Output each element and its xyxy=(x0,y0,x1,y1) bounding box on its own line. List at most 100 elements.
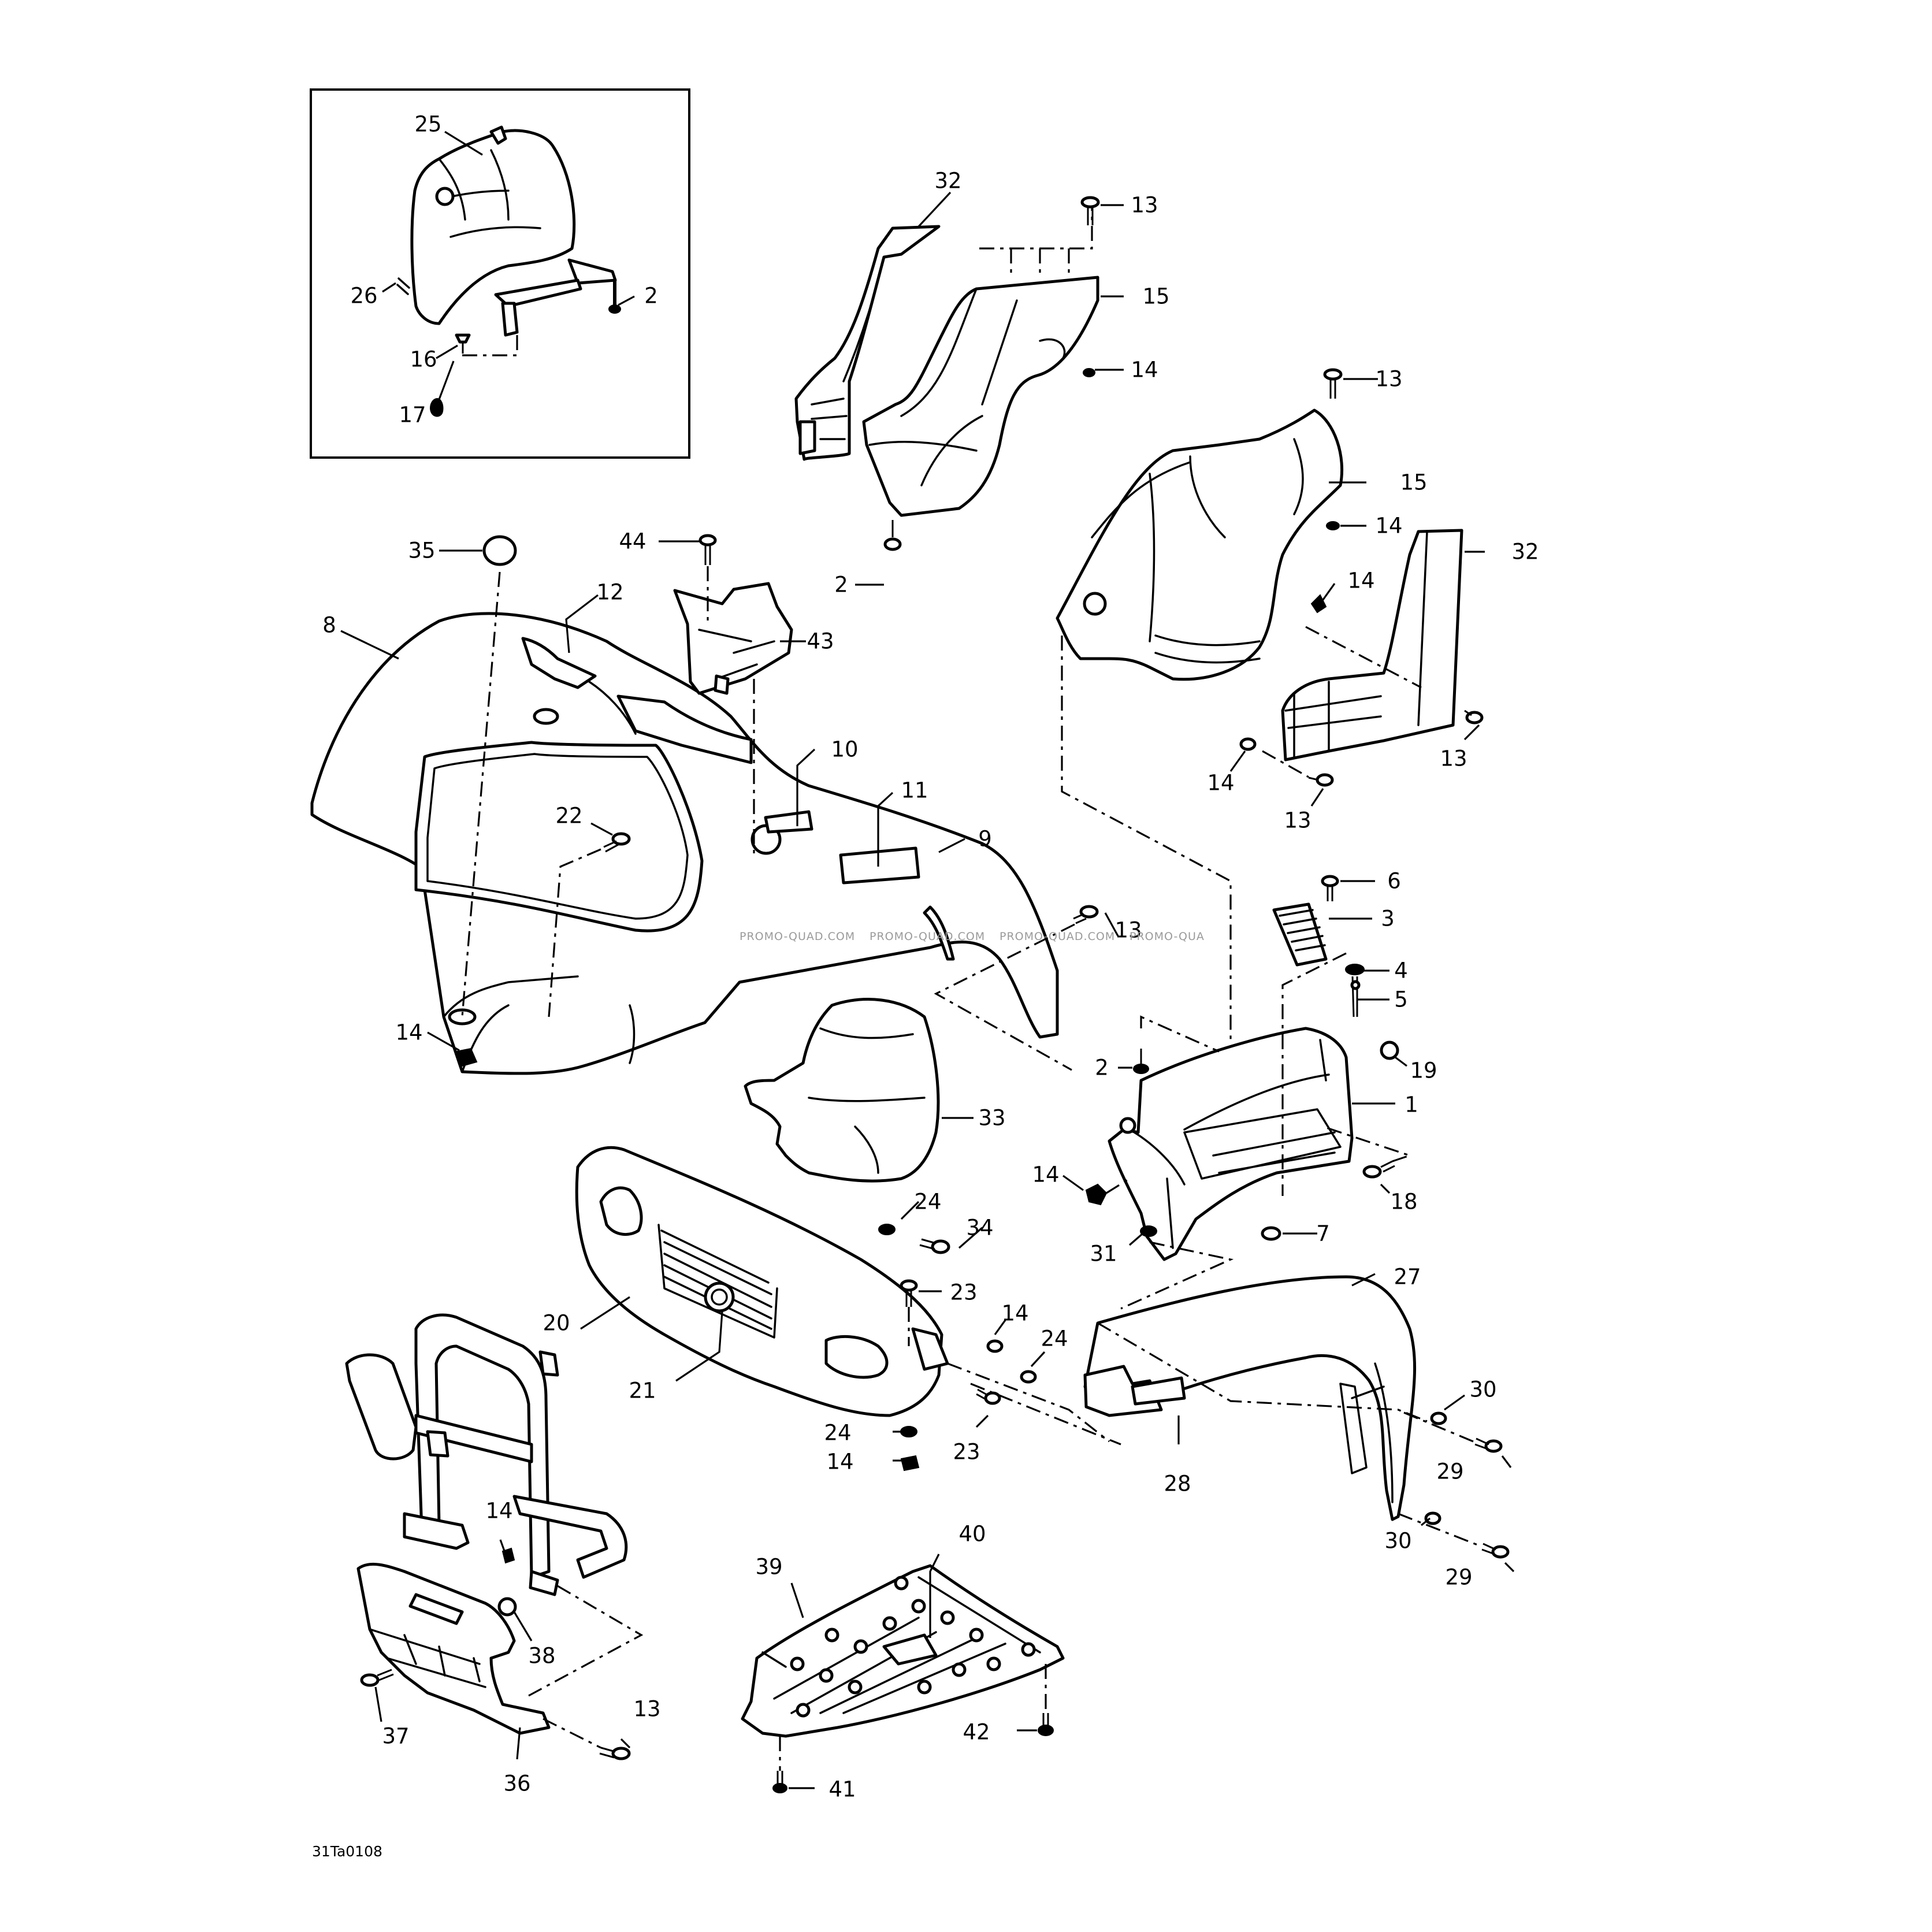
nut-7 xyxy=(1261,1226,1281,1241)
dashline-screw-22 xyxy=(548,848,601,1017)
rear-side-panel-32-left xyxy=(794,225,941,461)
bolt-23-lower xyxy=(976,1388,1001,1405)
screw-13-upper xyxy=(1080,196,1100,225)
inset-dashline xyxy=(462,332,518,356)
callout-31: 31 xyxy=(1090,1241,1117,1266)
rear-side-panel-32-right xyxy=(1281,529,1463,761)
callout-42: 42 xyxy=(963,1719,990,1745)
front-fender-8 xyxy=(310,612,1059,1075)
nut-14-right xyxy=(1326,521,1340,530)
callout-21: 21 xyxy=(629,1378,656,1403)
callout-19: 19 xyxy=(1410,1058,1437,1083)
nut-14-footwell xyxy=(1085,1183,1108,1206)
callout-18: 18 xyxy=(1390,1189,1418,1214)
callout-7: 7 xyxy=(1316,1221,1330,1246)
inset-screw-2 xyxy=(608,280,621,314)
callout-2: 2 xyxy=(644,283,658,309)
bolt-13-skid xyxy=(599,1747,631,1760)
callout-41: 41 xyxy=(828,1777,856,1802)
front-bumper-20 xyxy=(575,1146,949,1417)
screw-13-fender xyxy=(1073,905,1099,924)
callout-24: 24 xyxy=(914,1189,942,1214)
bolt-37 xyxy=(360,1669,394,1687)
nut-14-lower xyxy=(900,1455,920,1472)
callout-32: 32 xyxy=(1511,539,1539,564)
callout-13: 13 xyxy=(1114,917,1142,943)
bolt-34 xyxy=(919,1238,950,1254)
callout-8: 8 xyxy=(322,612,336,638)
screw-2-footwell xyxy=(1133,1049,1149,1074)
dashline-skid xyxy=(543,1718,601,1749)
callout-11: 11 xyxy=(901,778,928,803)
dashline-screw-13-fender xyxy=(934,923,1075,1071)
callout-23: 23 xyxy=(953,1439,980,1465)
callout-30: 30 xyxy=(1384,1528,1412,1554)
callout-4: 4 xyxy=(1394,958,1408,983)
footrest-3 xyxy=(1272,902,1328,967)
callout-5: 5 xyxy=(1394,987,1408,1012)
callout-44: 44 xyxy=(619,529,647,554)
dashline-screw-13 xyxy=(1262,750,1309,778)
screw-29-upper xyxy=(1474,1437,1503,1453)
callout-14: 14 xyxy=(395,1020,423,1045)
watermark-text: PROMO-QUA xyxy=(1130,930,1205,943)
callout-27: 27 xyxy=(1394,1264,1421,1290)
callout-38: 38 xyxy=(528,1643,556,1669)
washer-24-bumper xyxy=(1020,1370,1037,1384)
callout-14: 14 xyxy=(485,1498,513,1524)
dashline-cap-35 xyxy=(461,571,501,1017)
bolt-23-upper xyxy=(900,1279,918,1307)
fender-flap-27 xyxy=(1083,1275,1417,1521)
dashline-panel-32 xyxy=(1305,626,1422,689)
callout-34: 34 xyxy=(966,1215,994,1240)
screw-22 xyxy=(603,832,631,853)
callout-15: 15 xyxy=(1142,284,1170,309)
callout-22: 22 xyxy=(555,803,583,828)
pin-5 xyxy=(1350,976,1361,1017)
bumper-guard xyxy=(345,1313,628,1596)
bolt-42 xyxy=(1038,1713,1054,1736)
footwell-1 xyxy=(1108,1027,1354,1261)
callout-14: 14 xyxy=(1001,1301,1029,1326)
nut-14-fender xyxy=(455,1047,478,1067)
callout-14: 14 xyxy=(1131,357,1158,382)
inset-pin-26 xyxy=(396,277,410,295)
cap-35 xyxy=(482,535,517,566)
dashline-fender-footwell xyxy=(1061,636,1232,1040)
skid-plate-36 xyxy=(356,1562,551,1735)
inset-cover-part-25 xyxy=(410,125,617,337)
dashline-footrest xyxy=(1281,952,1347,1196)
callout-1: 1 xyxy=(1405,1092,1418,1117)
callout-13: 13 xyxy=(633,1696,661,1722)
watermark-text: PROMO-QUAD.COM xyxy=(1000,930,1116,943)
callout-14: 14 xyxy=(1347,568,1375,593)
callout-23: 23 xyxy=(950,1280,978,1305)
callout-25: 25 xyxy=(414,112,442,137)
inset-screw-16 xyxy=(455,333,471,354)
splash-guard-33 xyxy=(744,998,940,1183)
callout-29: 29 xyxy=(1436,1459,1464,1484)
rear-fender-15-right xyxy=(1056,408,1344,681)
nut-14-right-b xyxy=(1239,737,1257,751)
callout-14: 14 xyxy=(1032,1162,1060,1187)
callout-24: 24 xyxy=(824,1420,852,1446)
dashline-screw-18 xyxy=(1322,1125,1413,1162)
leader-lines xyxy=(340,131,1515,1789)
screw-13-right-upper xyxy=(1323,368,1343,399)
skid-plate-39 xyxy=(741,1564,1065,1738)
drawing-code: 31Ta0108 xyxy=(312,1843,382,1860)
callout-20: 20 xyxy=(543,1310,570,1336)
nut-19 xyxy=(1380,1041,1399,1060)
dashline-bumper-hardware xyxy=(947,1362,1121,1446)
callout-37: 37 xyxy=(382,1723,410,1749)
screw-18 xyxy=(1362,1160,1395,1179)
dashline-screw-2 xyxy=(1140,1015,1220,1053)
dashline-nut-31 xyxy=(1120,1241,1234,1310)
callout-29: 29 xyxy=(1445,1565,1473,1590)
screw-29-lower xyxy=(1481,1543,1510,1559)
nut-14-upper xyxy=(1083,368,1095,377)
callout-9: 9 xyxy=(978,826,992,852)
screw-2-upper xyxy=(883,520,902,551)
